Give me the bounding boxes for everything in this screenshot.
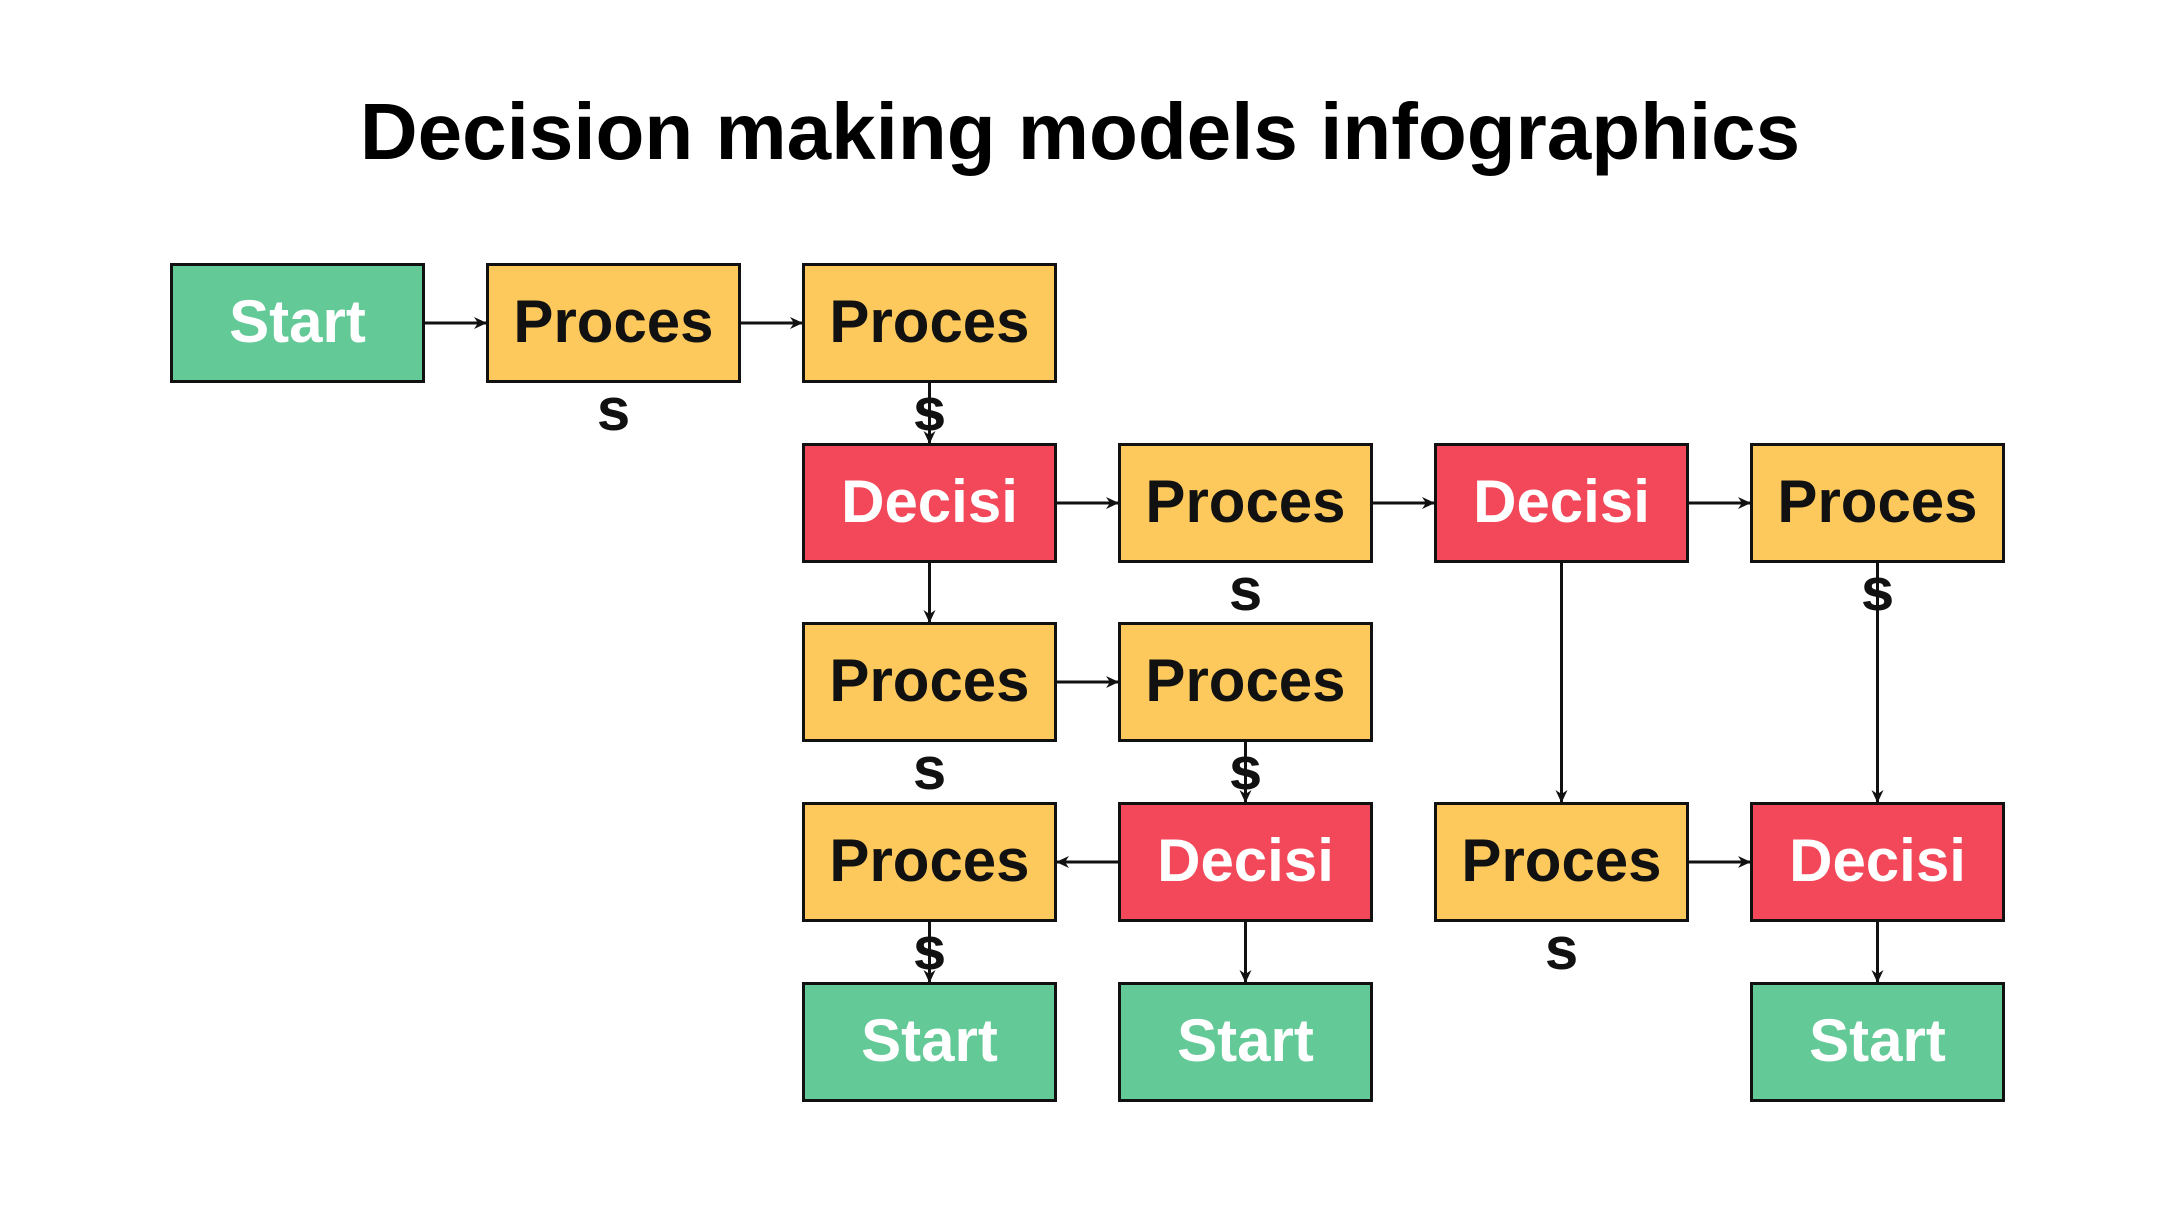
node-label: Proces [829, 288, 1030, 355]
node-label-overflow: s [912, 735, 947, 802]
node-label: Start [229, 288, 366, 355]
node-label: Proces [1461, 827, 1662, 894]
node-label: Start [1177, 1007, 1314, 1074]
node-label: Start [1809, 1007, 1946, 1074]
flow-node-decision-3: Decisi [1118, 802, 1373, 922]
node-label: Start [861, 1007, 998, 1074]
node-label: Decisi [1473, 468, 1650, 535]
flow-node-process-1: Proces s [486, 263, 741, 440]
node-label-overflow: s [1228, 735, 1263, 802]
node-label-overflow: s [912, 915, 947, 982]
flow-node-start-2: Start [802, 982, 1057, 1102]
node-label-overflow: s [596, 376, 631, 443]
node-label-overflow: s [912, 376, 947, 443]
flow-node-process-7: Proces s [802, 802, 1057, 979]
page-title: Decision making models infographics [359, 87, 1801, 176]
flow-node-start-1: Start [170, 263, 425, 383]
flow-node-decision-4: Decisi [1750, 802, 2005, 922]
node-label: Decisi [1157, 827, 1334, 894]
flow-node-decision-2: Decisi [1434, 443, 1689, 563]
node-label: Proces [829, 827, 1030, 894]
node-label: Proces [513, 288, 714, 355]
node-label: Proces [1777, 468, 1978, 535]
flow-node-decision-1: Decisi [802, 443, 1057, 563]
node-label: Proces [829, 647, 1030, 714]
node-label-overflow: s [1544, 915, 1579, 982]
flow-node-process-5: Proces s [802, 622, 1057, 799]
node-label-overflow: s [1228, 556, 1263, 623]
node-label: Proces [1145, 468, 1346, 535]
node-label-overflow: s [1860, 556, 1895, 623]
flow-node-process-6: Proces s [1118, 622, 1373, 799]
flow-node-process-4: Proces s [1750, 443, 2005, 620]
flow-node-start-3: Start [1118, 982, 1373, 1102]
flow-node-process-3: Proces s [1118, 443, 1373, 620]
flow-node-process-2: Proces s [802, 263, 1057, 440]
node-label: Decisi [841, 468, 1018, 535]
node-label: Decisi [1789, 827, 1966, 894]
node-label: Proces [1145, 647, 1346, 714]
flow-node-process-8: Proces s [1434, 802, 1689, 979]
flow-node-start-4: Start [1750, 982, 2005, 1102]
